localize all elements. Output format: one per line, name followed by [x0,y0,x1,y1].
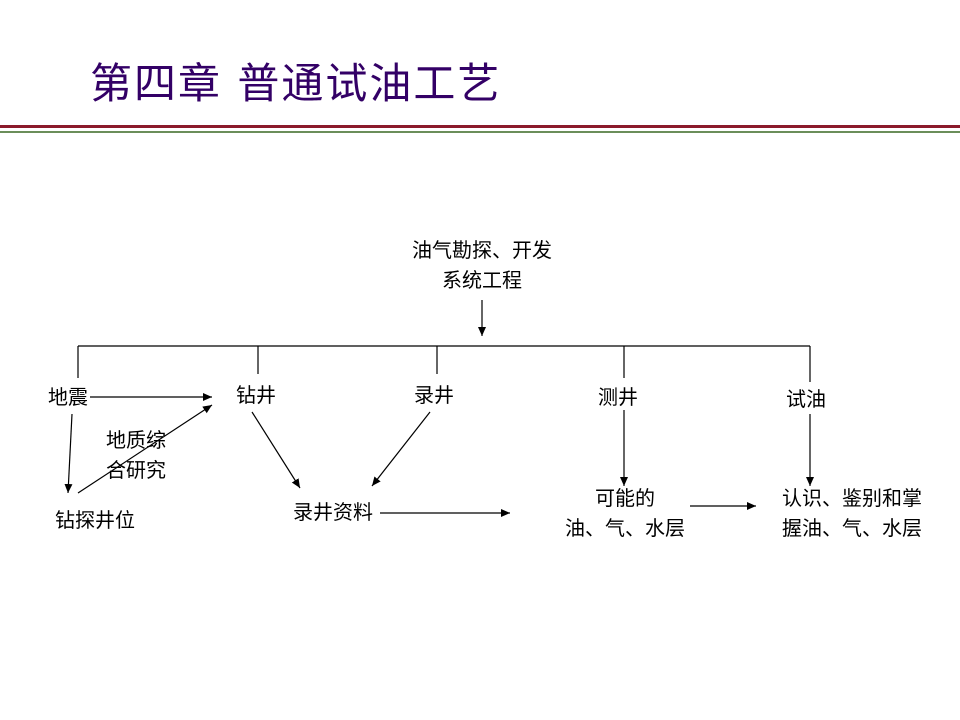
branch-drilling: 钻井 [236,383,276,407]
logging-data-node: 录井资料 [293,500,373,524]
geo-study-node: 地质综 合研究 [96,425,176,485]
geo-study-line2: 合研究 [106,458,166,482]
mudlogging-to-logdata-arrow [371,411,431,487]
geo-study-line1: 地质综 [106,428,166,452]
well-location-node: 钻探井位 [55,508,135,532]
branch-testing: 试油 [786,387,826,411]
identify-layers-line1: 认识、鉴别和掌 [782,486,922,510]
identify-layers-node: 认识、鉴别和掌 握油、气、水层 [762,483,942,543]
possible-layers-node: 可能的 油、气、水层 [540,483,710,543]
seismic-to-welllocation-arrow [64,413,73,494]
branch-mudlogging: 录井 [414,383,454,407]
possible-layers-line1: 可能的 [595,486,655,510]
drilling-to-logdata-arrow [251,411,301,489]
root-line2: 系统工程 [442,268,522,292]
title-divider-top [0,125,960,128]
possible-layers-line2: 油、气、水层 [565,516,685,540]
welllocation-to-drilling-arrow [77,404,213,494]
slide-title: 第四章 普通试油工艺 [90,59,502,108]
branch-seismic: 地震 [48,385,88,409]
branch-welllogging: 测井 [598,385,638,409]
title-divider-bottom [0,131,960,133]
root-line1: 油气勘探、开发 [412,238,552,262]
root-node: 油气勘探、开发 系统工程 [382,235,582,295]
identify-layers-line2: 握油、气、水层 [782,516,922,540]
